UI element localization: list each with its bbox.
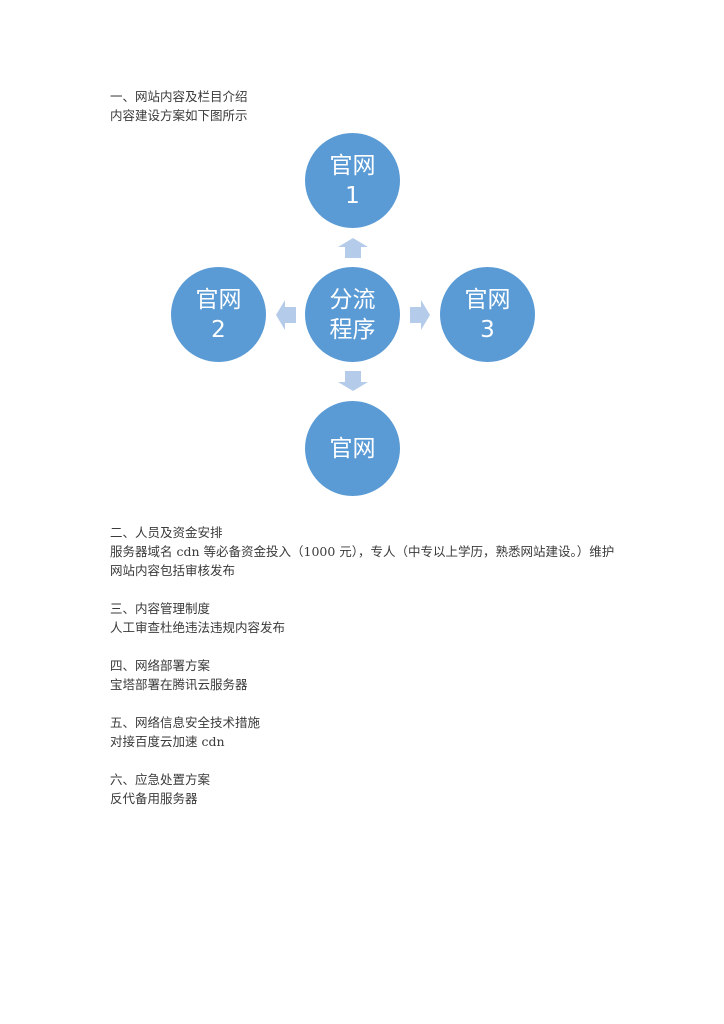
arrow-up-icon	[338, 238, 368, 258]
node-website-2: 官网 2	[171, 267, 266, 362]
arrow-left-icon	[276, 300, 296, 330]
section1-heading: 一、网站内容及栏目介绍	[110, 89, 248, 104]
node-label: 官网	[329, 435, 376, 462]
section3-text: 人工审查杜绝违法违规内容发布	[110, 620, 286, 635]
node-label-line1: 分流	[329, 286, 376, 313]
arrow-down-icon	[338, 371, 368, 391]
node-website-3: 官网 3	[440, 267, 535, 362]
node-number: 2	[211, 316, 226, 343]
section5-text: 对接百度云加速 cdn	[110, 734, 225, 749]
node-website-1: 官网 1	[305, 133, 400, 228]
section2-text-line2: 网站内容包括审核发布	[110, 563, 236, 578]
node-website: 官网	[305, 401, 400, 496]
section4-heading: 四、网络部署方案	[110, 658, 211, 673]
node-number: 1	[345, 182, 360, 209]
node-label: 官网	[195, 286, 242, 313]
section2-text-line1: 服务器域名 cdn 等必备资金投入（1000 元），专人（中专以上学历，熟悉网站…	[110, 544, 615, 559]
arrow-right-icon	[410, 300, 430, 330]
node-label: 官网	[329, 152, 376, 179]
section6-text: 反代备用服务器	[110, 791, 198, 806]
section4-text: 宝塔部署在腾讯云服务器	[110, 677, 248, 692]
section3-heading: 三、内容管理制度	[110, 601, 211, 616]
section6-heading: 六、应急处置方案	[110, 772, 211, 787]
node-number: 3	[480, 316, 495, 343]
node-distribution-program: 分流 程序	[305, 267, 400, 362]
node-label: 官网	[464, 286, 511, 313]
section5-heading: 五、网络信息安全技术措施	[110, 715, 261, 730]
node-label-line2: 程序	[329, 316, 376, 343]
section1-text: 内容建设方案如下图所示	[110, 108, 248, 123]
section2-heading: 二、人员及资金安排	[110, 525, 223, 540]
